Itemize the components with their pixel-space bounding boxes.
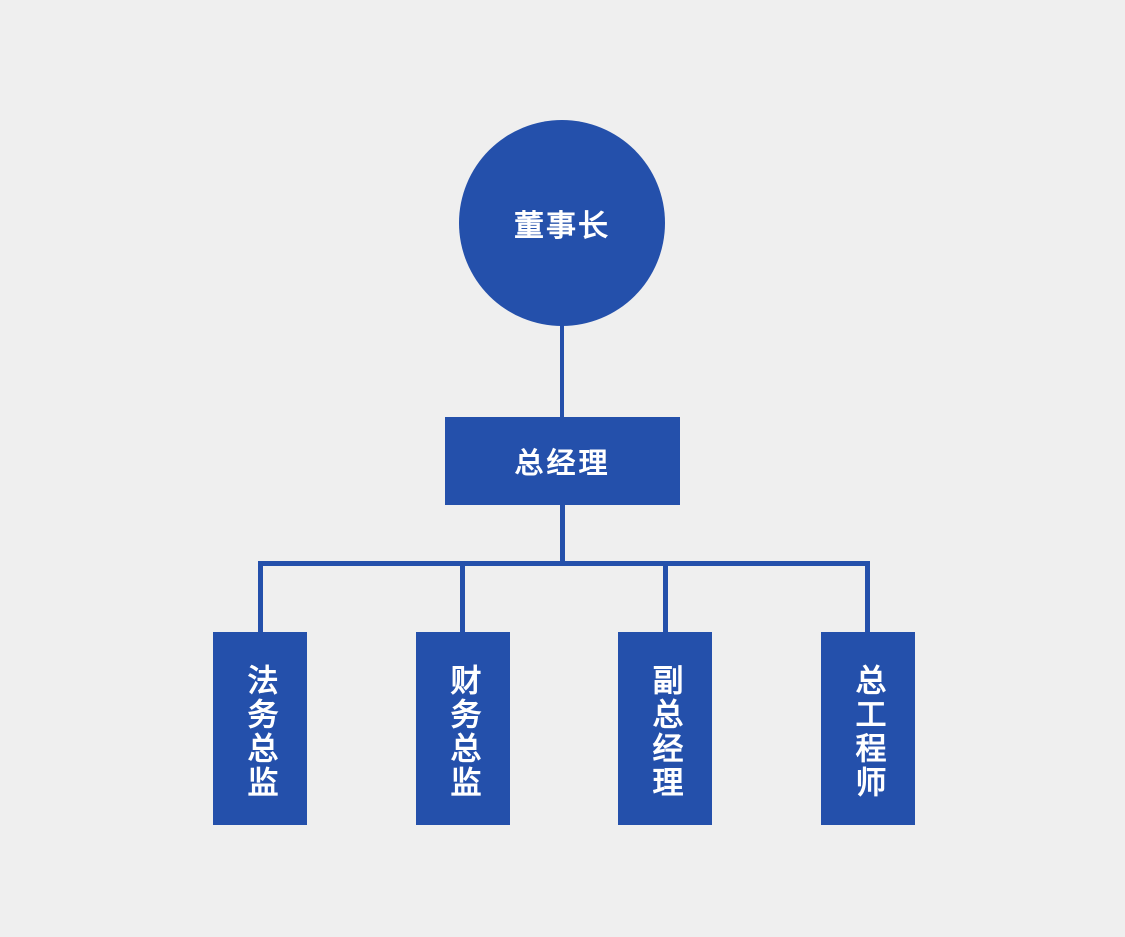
node-general-manager[interactable]: 总经理	[445, 417, 680, 505]
node-legal-director[interactable]: 法务总监	[213, 632, 307, 825]
connector-manager-stem	[560, 503, 565, 566]
connector-drop-department-4	[865, 561, 870, 634]
connector-horizontal-bus	[258, 561, 870, 566]
connector-drop-department-2	[460, 561, 465, 634]
node-deputy-general-manager[interactable]: 副总经理	[618, 632, 712, 825]
node-chairman[interactable]: 董事长	[459, 120, 665, 326]
connector-drop-department-3	[663, 561, 668, 634]
node-finance-director[interactable]: 财务总监	[416, 632, 510, 825]
node-chief-engineer[interactable]: 总工程师	[821, 632, 915, 825]
connector-root-to-manager	[560, 300, 564, 420]
connector-drop-department-1	[258, 561, 263, 634]
